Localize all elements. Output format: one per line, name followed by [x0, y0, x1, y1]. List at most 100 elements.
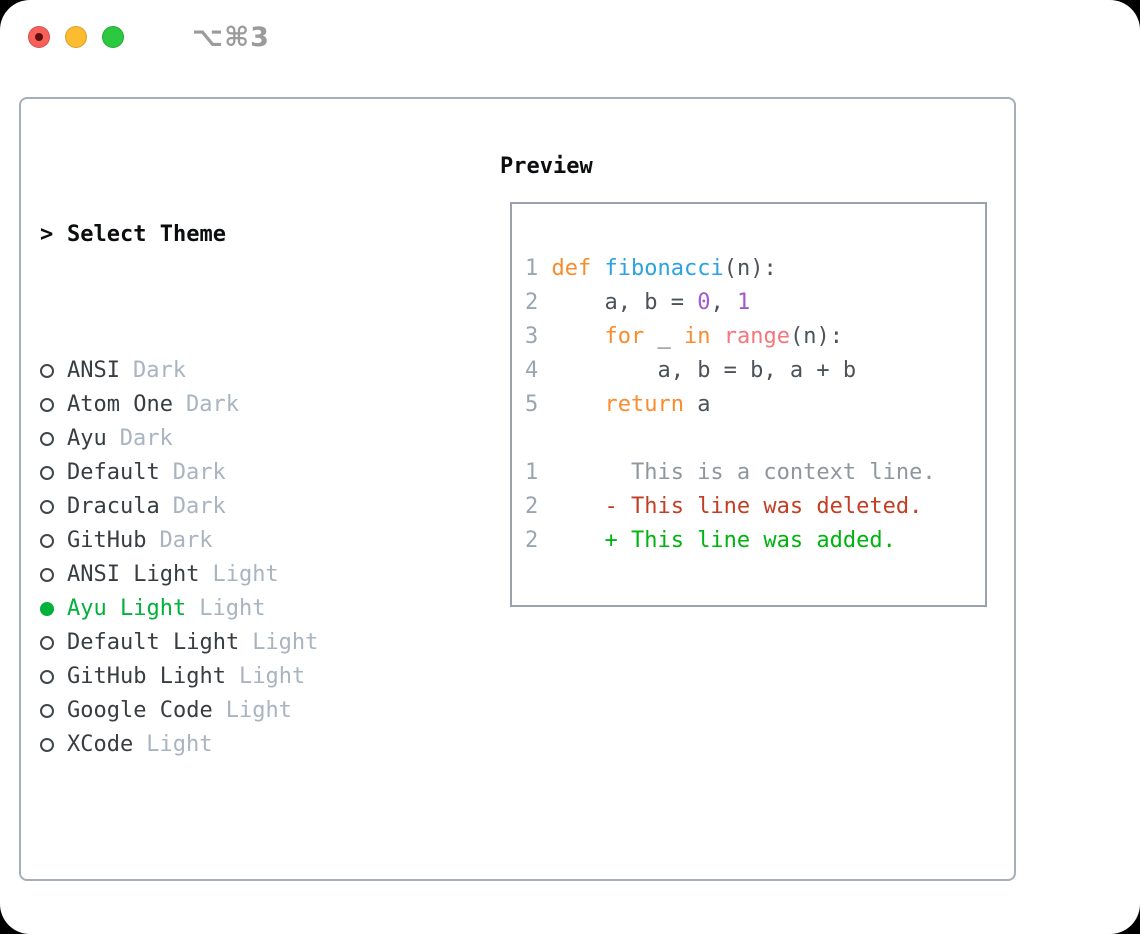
select-theme-header: > Select Theme: [40, 218, 411, 252]
radio-circle-icon: [40, 398, 54, 412]
option-variant-label: Dark: [172, 494, 226, 519]
option-label: ANSI Light: [67, 562, 200, 587]
code-segment: [538, 256, 551, 281]
zoom-button[interactable]: [102, 26, 124, 48]
code-segment: [710, 324, 723, 349]
line-number: 3: [525, 324, 539, 349]
code-segment: [538, 392, 604, 417]
window-title: ⌥⌘3: [192, 21, 270, 53]
code-segment: for: [604, 324, 645, 349]
option-variant-label: Light: [146, 732, 213, 757]
radio-circle-icon: [40, 534, 54, 548]
option-label: GitHub Light: [67, 664, 226, 689]
option-variant-label: Light: [238, 664, 306, 689]
option-variant-label: Dark: [172, 460, 226, 485]
option-label: Atom One: [67, 392, 173, 417]
code-segment: (n):: [723, 256, 777, 281]
radio-circle-icon: [40, 432, 54, 446]
code-segment: in: [683, 324, 711, 349]
theme-option[interactable]: Dracula Dark: [40, 490, 411, 524]
theme-option[interactable]: Atom One Dark: [40, 388, 411, 422]
preview-code-line: 2 + This line was added.: [525, 524, 985, 558]
preview-code-line: 1 def fibonacci(n):: [525, 252, 985, 286]
select-theme-title: Select Theme: [67, 222, 226, 247]
theme-option[interactable]: Ayu Dark: [40, 422, 411, 456]
radio-circle-icon: [40, 738, 54, 752]
code-segment: return: [604, 392, 684, 417]
radio-circle-icon: [40, 500, 54, 514]
radio-circle-icon: [40, 670, 54, 684]
line-number: 1: [525, 460, 539, 485]
code-segment: 0: [697, 290, 711, 315]
preview-title: Preview: [500, 154, 593, 179]
option-variant-label: Light: [199, 596, 266, 621]
code-segment: _: [644, 324, 684, 349]
theme-option[interactable]: XCode Light: [40, 728, 411, 762]
preview-code-line: 5 return a: [525, 388, 985, 422]
radio-circle-icon: [40, 466, 54, 480]
theme-option[interactable]: Google Code Light: [40, 694, 411, 728]
option-variant-label: Dark: [159, 528, 213, 553]
code-segment: def: [551, 256, 592, 281]
titlebar: ⌥⌘3: [0, 0, 1140, 74]
option-label: ANSI: [67, 358, 120, 383]
theme-option[interactable]: Ayu Light Light: [40, 592, 411, 626]
minimize-button[interactable]: [65, 26, 87, 48]
line-number: 1: [525, 256, 539, 281]
option-label: Ayu Light: [67, 596, 187, 621]
option-label: Dracula: [67, 494, 160, 519]
code-segment: - This line was deleted.: [538, 494, 923, 519]
close-button[interactable]: [28, 26, 50, 48]
option-variant-label: Dark: [119, 426, 173, 451]
code-segment: fibonacci: [604, 256, 724, 281]
radio-circle-icon: [40, 364, 54, 378]
preview-code-line: [525, 422, 985, 456]
preview-code-line: 1 This is a context line.: [525, 456, 985, 490]
option-variant-label: Dark: [132, 358, 186, 383]
code-segment: This is a context line.: [538, 460, 936, 485]
theme-option[interactable]: ANSI Light Light: [40, 558, 411, 592]
option-label: Default Light: [67, 630, 240, 655]
option-label: XCode: [67, 732, 134, 757]
option-variant-label: Light: [225, 698, 292, 723]
code-segment: [538, 324, 604, 349]
code-segment: a, b = b, a + b: [538, 358, 857, 383]
code-segment: ,: [710, 290, 737, 315]
option-label: Google Code: [67, 698, 213, 723]
theme-option[interactable]: Default Light Light: [40, 626, 411, 660]
line-number: 2: [525, 290, 539, 315]
theme-option[interactable]: GitHub Light Light: [40, 660, 411, 694]
preview-code-line: 4 a, b = b, a + b: [525, 354, 985, 388]
radio-circle-icon: [40, 636, 54, 650]
line-number: 2: [525, 494, 539, 519]
option-label: GitHub: [67, 528, 147, 553]
radio-circle-icon: [40, 602, 54, 616]
code-segment: + This line was added.: [538, 528, 896, 553]
option-label: Ayu: [67, 426, 107, 451]
line-number: 4: [525, 358, 539, 383]
code-segment: a, b =: [538, 290, 698, 315]
radio-circle-icon: [40, 568, 54, 582]
code-segment: range: [723, 324, 790, 349]
theme-option[interactable]: GitHub Dark: [40, 524, 411, 558]
radio-circle-icon: [40, 704, 54, 718]
line-number: 2: [525, 528, 539, 553]
theme-option[interactable]: ANSI Dark: [40, 354, 411, 388]
option-variant-label: Dark: [185, 392, 239, 417]
preview-code-line: 2 - This line was deleted.: [525, 490, 985, 524]
prompt-caret-icon: >: [40, 222, 54, 247]
preview-code-line: 3 for _ in range(n):: [525, 320, 985, 354]
option-variant-label: Light: [212, 562, 279, 587]
preview-code-line: 2 a, b = 0, 1: [525, 286, 985, 320]
option-variant-label: Light: [252, 630, 319, 655]
code-segment: a: [683, 392, 711, 417]
spacer: [40, 864, 411, 898]
code-segment: (n):: [789, 324, 843, 349]
code-segment: [591, 256, 604, 281]
